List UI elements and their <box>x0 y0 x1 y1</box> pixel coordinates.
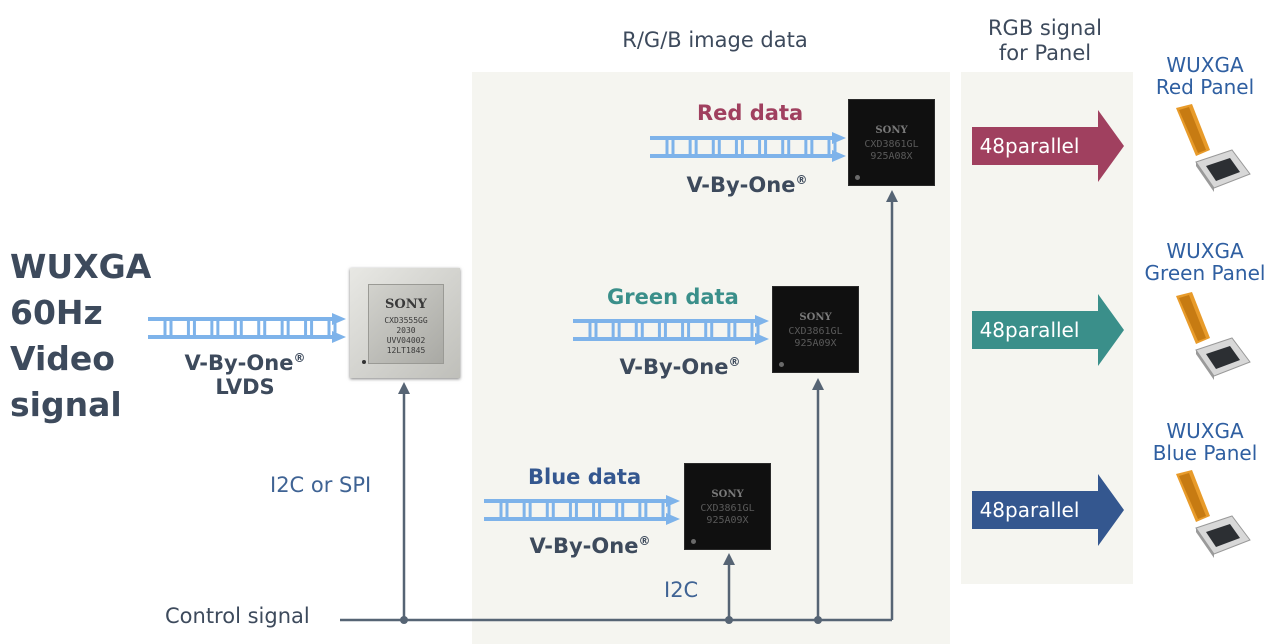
main-chip-line: UVV04002 <box>386 336 426 345</box>
flex-cable-shape <box>1179 107 1206 153</box>
panel-glass-shape <box>1206 524 1240 547</box>
main-chip-pin1-dot <box>362 360 366 364</box>
flex-cable-shape <box>1179 473 1206 519</box>
registered-mark: ® <box>293 351 306 365</box>
control-arrowhead-main <box>398 382 410 394</box>
main-chip-line: 2030 <box>396 326 416 335</box>
red-output-arrow-polygon <box>972 110 1124 182</box>
panel-base-shape <box>1196 162 1214 192</box>
green-lcd-panel-image <box>1176 292 1251 380</box>
red-chip-pin1-dot <box>855 175 860 180</box>
control-signal-label: Control signal <box>165 604 310 628</box>
panel-base-shape <box>1196 528 1214 558</box>
red-chip-brand: SONY <box>875 125 908 136</box>
red-panel-label: WUXGA Red Panel <box>1155 53 1255 99</box>
junction-dot <box>814 616 822 624</box>
blue-chip-pin1-dot <box>691 539 696 544</box>
blue-processor-chip: SONY CXD3861GL 925A09X <box>684 463 771 550</box>
protocol-name: V-By-One <box>184 351 294 375</box>
main-chip-line: 12LT1845 <box>386 346 426 355</box>
blue-chip-brand: SONY <box>711 489 744 500</box>
green-chip-line: CXD3861GL <box>788 326 843 337</box>
panel-glass-shape <box>1206 158 1240 181</box>
green-data-label: Green data <box>607 285 739 309</box>
red-chip-line: CXD3861GL <box>864 139 919 150</box>
junction-dot <box>400 616 408 624</box>
control-arrowhead-blue <box>723 553 735 565</box>
image-data-header: R/G/B image data <box>622 28 808 52</box>
input-protocol-label: V-By-One® LVDS <box>160 346 330 399</box>
registered-mark: ® <box>638 534 651 548</box>
blue-output-label: 48parallel <box>979 498 1080 522</box>
blue-output-arrow-polygon <box>972 474 1124 546</box>
green-processor-chip: SONY CXD3861GL 925A09X <box>772 286 859 373</box>
panel-base-shape <box>1196 350 1214 380</box>
blue-data-label: Blue data <box>528 465 642 489</box>
red-lcd-panel-image <box>1176 104 1251 192</box>
i2c-or-spi-label: I2C or SPI <box>270 473 372 497</box>
control-arrowhead-green <box>812 378 824 390</box>
input-signal-title: WUXGA 60Hz Video signal <box>10 244 151 428</box>
main-chip-die: SONY CXD3555GG 2030 UVV04002 12LT1845 <box>368 284 444 364</box>
red-output-label: 48parallel <box>979 134 1080 158</box>
stream-arrowhead <box>755 333 769 345</box>
input-title-line: Video <box>10 339 115 378</box>
red-chip-line: 925A08X <box>870 151 913 162</box>
stream-arrowhead <box>755 315 769 327</box>
junction-dot <box>725 616 733 624</box>
green-output-arrow-shape <box>972 294 1124 366</box>
stream-arrowhead <box>832 150 846 162</box>
blue-lcd-panel-image <box>1176 470 1251 558</box>
red-output-arrow: 48parallel <box>972 110 1124 182</box>
input-title-line: WUXGA <box>10 247 152 286</box>
protocol-name: V-By-One <box>686 173 796 197</box>
green-chip-brand: SONY <box>799 312 832 323</box>
i2c-label: I2C <box>664 578 699 602</box>
blue-protocol-label: V-By-One® <box>515 529 665 558</box>
stream-arrowhead <box>332 313 346 325</box>
protocol-sub: LVDS <box>215 375 275 399</box>
stream-arrowhead <box>332 331 346 343</box>
green-chip-pin1-dot <box>779 362 784 367</box>
main-chip-line: CXD3555GG <box>384 316 428 325</box>
main-chip-brand: SONY <box>385 297 427 312</box>
red-processor-chip: SONY CXD3861GL 925A08X <box>848 99 935 186</box>
registered-mark: ® <box>728 355 741 369</box>
input-title-line: signal <box>10 385 122 424</box>
blue-chip-line: 925A09X <box>706 515 749 526</box>
blue-chip-line: CXD3861GL <box>700 503 755 514</box>
registered-mark: ® <box>795 173 808 187</box>
red-protocol-label: V-By-One® <box>672 168 822 197</box>
green-stream <box>573 315 769 345</box>
input-title-line: 60Hz <box>10 293 103 332</box>
green-chip-line: 925A09X <box>794 338 837 349</box>
blue-output-arrow-shape <box>972 474 1124 546</box>
green-panel-label: WUXGA Green Panel <box>1144 239 1266 285</box>
green-output-arrow: 48parallel <box>972 294 1124 366</box>
stream-arrowhead <box>666 513 680 525</box>
control-arrowhead-red <box>886 190 898 202</box>
stream-arrowhead <box>666 495 680 507</box>
input-stream <box>148 313 346 343</box>
rgb-signal-header: RGB signal for Panel <box>987 16 1103 65</box>
main-processor-chip: SONY CXD3555GG 2030 UVV04002 12LT1845 <box>350 268 460 378</box>
green-output-label: 48parallel <box>979 318 1080 342</box>
flex-cable-shape <box>1179 295 1206 341</box>
stream-arrowhead <box>832 132 846 144</box>
green-protocol-label: V-By-One® <box>605 350 755 379</box>
protocol-name: V-By-One <box>619 355 729 379</box>
blue-stream <box>484 495 680 525</box>
panel-glass-shape <box>1206 346 1240 369</box>
blue-output-arrow: 48parallel <box>972 474 1124 546</box>
red-output-arrow-shape <box>972 110 1124 182</box>
red-data-label: Red data <box>697 101 804 125</box>
green-output-arrow-polygon <box>972 294 1124 366</box>
red-stream <box>650 132 846 162</box>
protocol-name: V-By-One <box>529 534 639 558</box>
blue-panel-label: WUXGA Blue Panel <box>1152 419 1258 465</box>
